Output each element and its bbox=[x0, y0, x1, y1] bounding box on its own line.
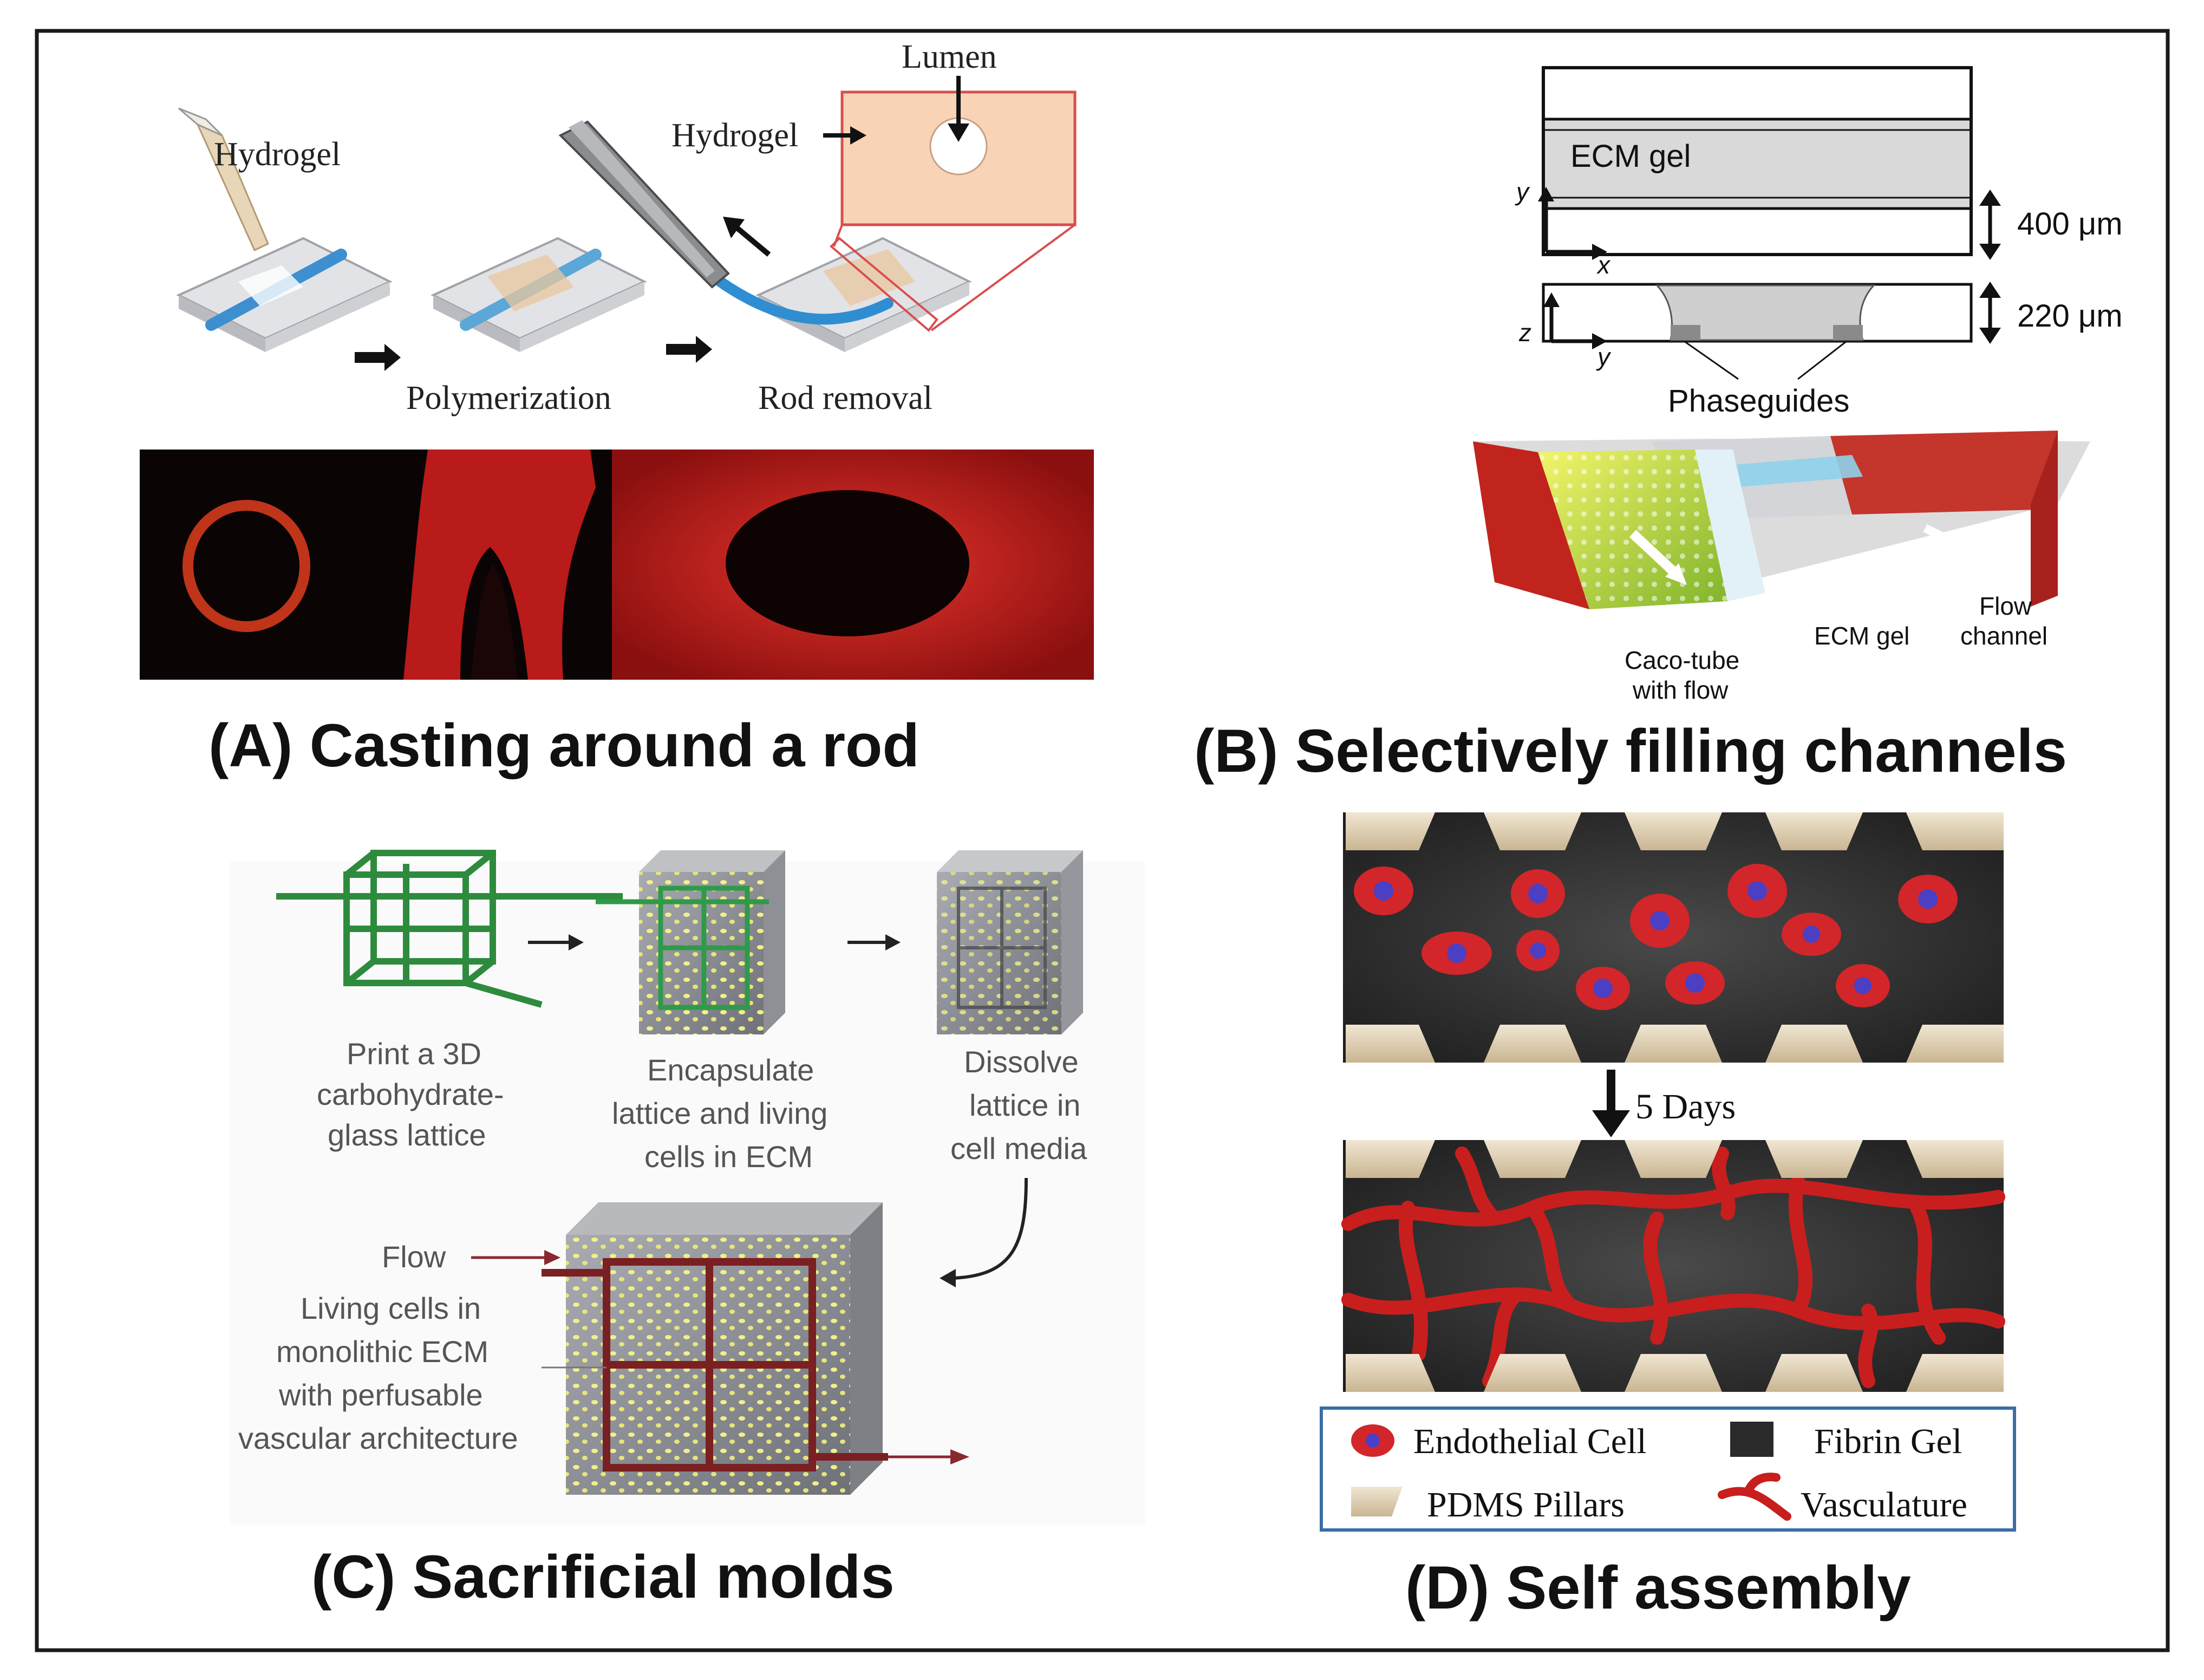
panel-c-step3-line1: Dissolve bbox=[964, 1045, 1079, 1079]
panel-a-lumen-label: Lumen bbox=[902, 38, 997, 75]
panel-c-curved-arrow bbox=[953, 1177, 1028, 1280]
legend-endothelial-label: Endothelial Cell bbox=[1413, 1422, 1647, 1461]
panel-d-endothelial-cells bbox=[1354, 864, 1958, 1010]
panel-a-hydrogel-right-label: Hydrogel bbox=[671, 117, 798, 154]
panel-a-micrograph-strip bbox=[140, 450, 1094, 680]
panel-c-title: (C) Sacrificial molds bbox=[311, 1543, 895, 1611]
legend-fibrin-icon bbox=[1730, 1422, 1773, 1457]
panel-b-dim-220: 220 μm bbox=[2017, 298, 2123, 334]
panel-b-caco-tube-label-2: with flow bbox=[1632, 676, 1729, 704]
panel-b-3d-render bbox=[1473, 431, 2090, 609]
panel-d-days-label: 5 Days bbox=[1635, 1087, 1736, 1126]
panel-c-step2-line3: cells in ECM bbox=[644, 1139, 813, 1174]
panel-b-axis-x: x bbox=[1596, 251, 1611, 279]
panel-b-flow-channel-label-1: Flow bbox=[1979, 592, 2032, 620]
panel-a-rod-removal-label: Rod removal bbox=[758, 380, 933, 416]
panel-b-flow-channel-label-2: channel bbox=[1960, 622, 2047, 650]
panel-b-ecm-gel-top-label: ECM gel bbox=[1570, 139, 1691, 174]
panel-d-vessel-network bbox=[1341, 1147, 2005, 1388]
panel-c-final-cube bbox=[542, 1202, 888, 1495]
panel-b-ecm-gel-3d-label: ECM gel bbox=[1814, 622, 1909, 650]
panel-a: Hydrogel Lumen bbox=[140, 38, 1094, 779]
legend-pdms-icon bbox=[1351, 1487, 1403, 1516]
panel-c-flow-label: Flow bbox=[382, 1240, 446, 1274]
panel-b-axis-y-bottom: y bbox=[1596, 343, 1612, 371]
legend-fibrin-label: Fibrin Gel bbox=[1814, 1422, 1962, 1461]
panel-b-axis-z: z bbox=[1518, 318, 1531, 347]
panel-b-title: (B) Selectively filling channels bbox=[1194, 717, 2067, 785]
panel-c-step2-line1: Encapsulate bbox=[647, 1053, 814, 1087]
panel-a-slide-3 bbox=[558, 120, 972, 352]
legend-vasculature-icon bbox=[1718, 1473, 1791, 1521]
panel-a-slide-2 bbox=[431, 237, 647, 352]
panel-b-axis-y-top: y bbox=[1515, 178, 1530, 206]
panel-a-removal-arrowhead bbox=[723, 217, 745, 238]
panel-a-lumen-arrowhead bbox=[948, 123, 969, 142]
legend-vasculature-label: Vasculature bbox=[1801, 1485, 1967, 1525]
panel-c-step1-line1: Print a 3D bbox=[347, 1037, 481, 1071]
panel-c-cube-3 bbox=[937, 850, 1083, 1034]
panel-a-hydrogel-left-label: Hydrogel bbox=[214, 136, 341, 173]
panel-a-vessel-image bbox=[612, 450, 1094, 680]
panel-c-step2-line2: lattice and living bbox=[612, 1096, 827, 1130]
panel-b-phaseguides-label: Phaseguides bbox=[1668, 383, 1849, 419]
panel-d-days-arrowhead bbox=[1592, 1110, 1630, 1137]
panel-c-step1-line2: carbohydrate- bbox=[317, 1077, 504, 1111]
panel-a-branch-image bbox=[403, 450, 596, 680]
panel-b: ECM gel y x 400 μm z y 220 μm Phaseguide… bbox=[1194, 66, 2123, 785]
panel-d-cells-image bbox=[1343, 812, 2004, 1063]
panel-a-hydrogel-right-arrowhead bbox=[850, 126, 866, 145]
legend-pdms-label: PDMS Pillars bbox=[1427, 1485, 1625, 1525]
panel-c-desc-line2: monolithic ECM bbox=[276, 1334, 488, 1369]
panel-d-vasculature-image bbox=[1341, 1140, 2005, 1392]
legend-endothelial-icon bbox=[1351, 1424, 1394, 1457]
panel-c-desc-line1: Living cells in bbox=[301, 1291, 481, 1325]
panel-c-step3-line2: lattice in bbox=[969, 1088, 1080, 1122]
panel-d-bottom-pillars bbox=[1346, 1140, 2004, 1392]
panel-d-title: (D) Self assembly bbox=[1405, 1554, 1911, 1622]
panel-c-desc-line3: with perfusable bbox=[278, 1378, 483, 1412]
panel-a-slide-1 bbox=[176, 107, 393, 352]
panel-b-ecm-layer bbox=[1545, 119, 1970, 209]
panel-c-step1-line3: glass lattice bbox=[328, 1118, 486, 1152]
panel-a-removal-arrow bbox=[734, 225, 771, 257]
panel-c-desc-line4: vascular architecture bbox=[238, 1421, 518, 1455]
panel-c-step3-line3: cell media bbox=[950, 1131, 1087, 1165]
panel-a-title: (A) Casting around a rod bbox=[208, 712, 920, 779]
panel-c-cube-2 bbox=[596, 850, 785, 1034]
panel-c-lattice-1 bbox=[276, 850, 623, 1008]
panel-a-step-arrow-2 bbox=[666, 336, 712, 363]
panel-a-polymerization-label: Polymerization bbox=[406, 380, 611, 416]
panel-d-top-pillars bbox=[1346, 812, 2004, 1063]
panel-c: Print a 3D carbohydrate- glass lattice E… bbox=[230, 850, 1145, 1611]
panel-a-ring-image bbox=[182, 500, 310, 632]
panel-b-dim-400: 400 μm bbox=[2017, 206, 2123, 242]
panel-d: 5 Days bbox=[1320, 812, 2016, 1622]
panel-d-legend: Endothelial Cell Fibrin Gel PDMS Pillars… bbox=[1320, 1406, 2016, 1532]
panel-b-caco-tube-label-1: Caco-tube bbox=[1625, 646, 1739, 674]
panel-a-step-arrow-1 bbox=[355, 344, 401, 371]
